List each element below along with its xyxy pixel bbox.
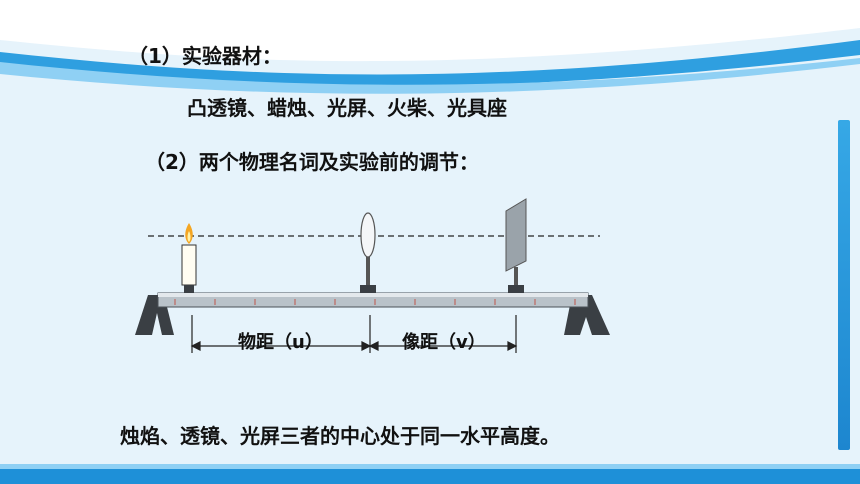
footer-band bbox=[0, 464, 860, 484]
right-accent-stripe bbox=[838, 120, 850, 450]
distance-markers bbox=[190, 315, 518, 353]
conclusion-text: 烛焰、透镜、光屏三者的中心处于同一水平高度。 bbox=[120, 424, 560, 448]
heading-materials: （1）实验器材： bbox=[128, 44, 282, 68]
heading-terms: （2）两个物理名词及实验前的调节： bbox=[145, 150, 479, 174]
image-distance-label: 像距（v） bbox=[402, 332, 486, 353]
optical-bench-diagram bbox=[135, 198, 610, 353]
header-wave-decoration bbox=[0, 0, 860, 94]
candle bbox=[181, 223, 197, 293]
light-screen bbox=[505, 198, 527, 293]
materials-list: 凸透镜、蜡烛、光屏、火柴、光具座 bbox=[187, 96, 507, 120]
convex-lens bbox=[360, 212, 376, 293]
object-distance-label: 物距（u） bbox=[238, 332, 323, 353]
rail-scale bbox=[174, 299, 576, 305]
